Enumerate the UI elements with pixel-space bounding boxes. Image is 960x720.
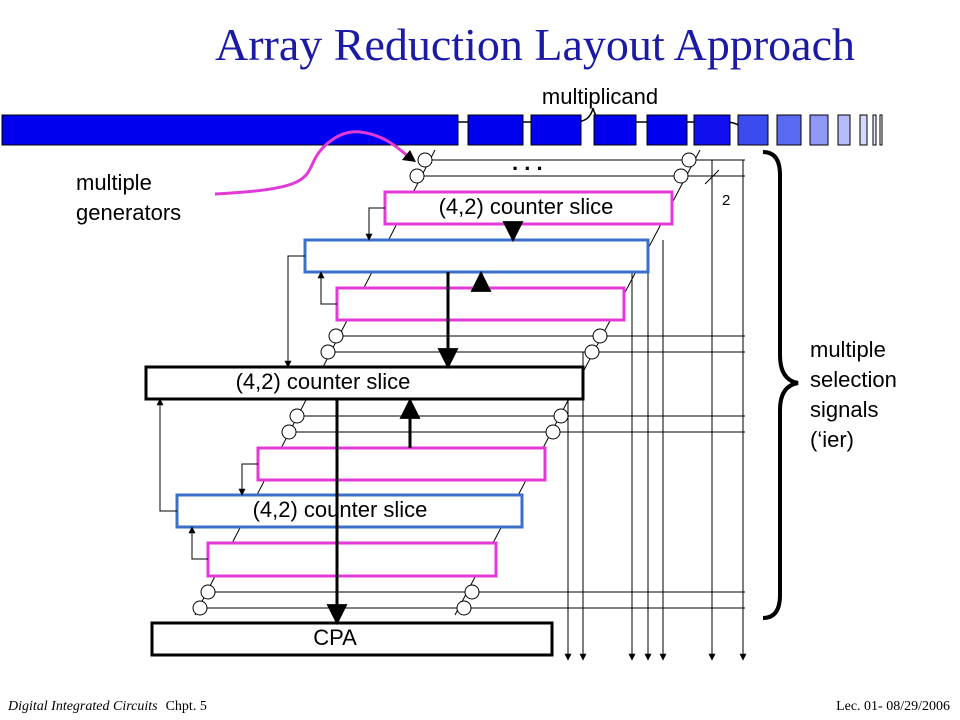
selection-output-lines bbox=[564, 160, 747, 661]
selection-brace bbox=[762, 150, 799, 620]
selection-signals-label: multiple selection signals (‘ier) bbox=[810, 337, 903, 452]
multiple-generators-label: multiple generators bbox=[76, 170, 181, 225]
counter-slice-pink bbox=[383, 190, 674, 226]
multiplicand-block bbox=[879, 114, 883, 146]
multiplicand-block bbox=[646, 114, 688, 146]
counter-slice-blue bbox=[175, 493, 524, 529]
multiplicand-block bbox=[776, 114, 802, 146]
multiplicand-register bbox=[1, 114, 883, 146]
cpa-block bbox=[150, 621, 554, 657]
counter-slice-pink bbox=[256, 446, 547, 482]
multiplicand-block bbox=[859, 114, 868, 146]
crossing-circles bbox=[192, 152, 697, 616]
counter-slice-pink bbox=[335, 286, 626, 322]
multiplicand-block bbox=[530, 114, 582, 146]
generators-pointer-arrowhead bbox=[402, 150, 416, 162]
generators-pointer-arrow bbox=[214, 130, 411, 196]
multiplicand-block bbox=[1, 114, 459, 146]
footer-course: Digital Integrated Circuits Chpt. 5 bbox=[7, 697, 207, 714]
counter-slice-label: (4,2) counter slice bbox=[439, 194, 614, 219]
ellipsis-dots: . . . bbox=[512, 150, 543, 175]
counter-slice-label: (4,2) counter slice bbox=[236, 369, 411, 394]
multiplicand-block bbox=[693, 114, 731, 146]
multiplicand-block bbox=[837, 114, 851, 146]
counter-slice-blue bbox=[303, 238, 650, 274]
multiplicand-block bbox=[809, 114, 829, 146]
multiplicand-block bbox=[872, 114, 877, 146]
thick-data-arrows bbox=[326, 221, 524, 626]
counter-slice-pink bbox=[206, 541, 498, 578]
multiplicand-block bbox=[593, 114, 637, 146]
counter-slice-label: (4,2) counter slice bbox=[253, 497, 428, 522]
slice-interconnect-arrows bbox=[156, 207, 385, 560]
multiplicand-label: multiplicand bbox=[542, 84, 658, 109]
footer-lecture: Lec. 01- 08/29/2006 bbox=[836, 699, 950, 714]
multiplicand-block bbox=[467, 114, 524, 146]
counter-slice-black bbox=[144, 365, 585, 401]
bus-width-label: 2 bbox=[722, 192, 730, 209]
cpa-label: CPA bbox=[313, 625, 357, 650]
multiplicand-block bbox=[737, 114, 769, 146]
page-title: Array Reduction Layout Approach bbox=[215, 19, 855, 70]
